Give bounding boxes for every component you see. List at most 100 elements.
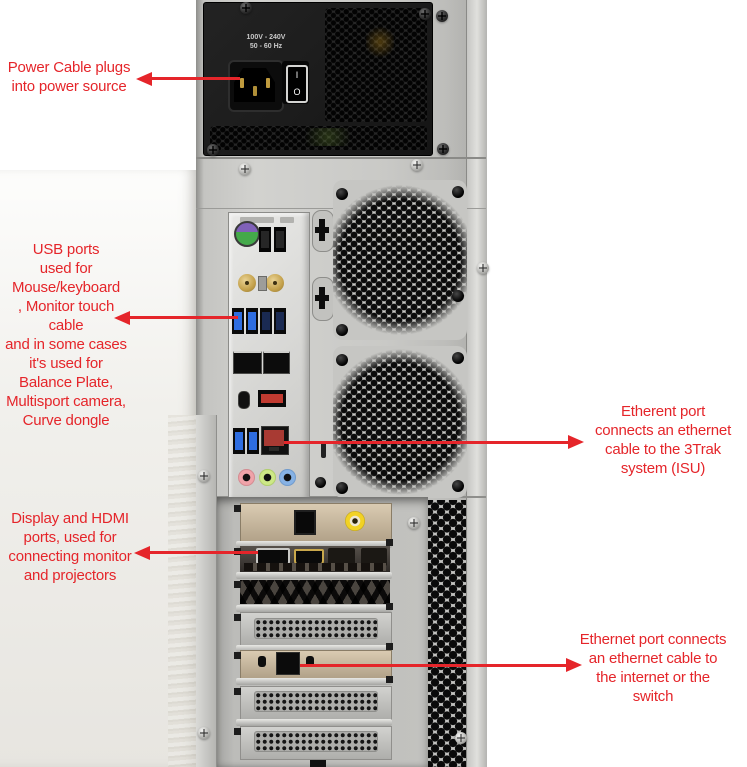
- slot-vent-holes: [254, 618, 378, 639]
- note-display-hdmi: Display and HDMI ports, used for connect…: [8, 510, 132, 584]
- slot-rail: [236, 719, 392, 726]
- nic-vent-hole: [258, 656, 266, 667]
- arrow-display-hdmi-line: [148, 551, 258, 554]
- voltage-rating-label: 100V - 240V 50 - 60 Hz: [246, 34, 286, 50]
- slot-rail: [236, 605, 392, 612]
- arrow-ethernet-internet-line: [300, 664, 568, 667]
- optical-port: [294, 510, 316, 535]
- slot-tab: [386, 603, 393, 610]
- arrow-ethernet-3trak-line: [284, 441, 570, 444]
- slot-tab: [234, 581, 241, 588]
- usb3-tongue: [262, 312, 270, 330]
- switch-on-label: I: [295, 70, 299, 80]
- slot-rail: [236, 678, 392, 685]
- screw: [207, 144, 219, 156]
- usb-red-tongue: [261, 394, 283, 403]
- ethernet-port-internet: [276, 652, 300, 675]
- slot-tab: [234, 614, 241, 621]
- video-output-port: [263, 351, 290, 374]
- arrow-usb-ports-head: [114, 311, 130, 325]
- screw: [240, 2, 252, 14]
- divider-slot: [321, 441, 326, 458]
- fan-mount-hole: [452, 352, 464, 364]
- slot-rail: [236, 572, 392, 579]
- bracket-vents: [244, 563, 386, 571]
- case-fan-grille: [333, 346, 467, 498]
- antenna-center-pin: [245, 281, 249, 285]
- usb3-tongue: [249, 432, 257, 450]
- screw: [198, 727, 210, 739]
- slot-tab: [234, 505, 241, 512]
- arrow-usb-ports-line: [128, 316, 238, 319]
- power-inlet-pin: [253, 86, 257, 96]
- fan-mount-hole: [336, 188, 348, 200]
- arrow-ethernet-3trak-head: [568, 435, 584, 449]
- case-seam: [196, 157, 486, 159]
- case-fan-grille: [333, 180, 467, 340]
- slot-tab: [386, 539, 393, 546]
- usb-c-port: [238, 391, 250, 409]
- usb3-tongue: [235, 432, 243, 450]
- note-ethernet-internet: Ethernet port connects an ethernet cable…: [579, 631, 727, 705]
- audio-jack-mic: [238, 469, 255, 486]
- power-rocker-face: I O: [286, 65, 308, 103]
- slot-tab: [234, 728, 241, 735]
- slot-tab: [234, 688, 241, 695]
- slot-rail: [236, 541, 392, 548]
- screw: [408, 517, 420, 529]
- power-inlet-pin: [240, 78, 244, 88]
- case-left-flange: [196, 415, 217, 767]
- usb3-tongue: [248, 312, 256, 330]
- gpu-vent-bracket: [240, 580, 390, 604]
- screw: [239, 163, 251, 175]
- usb2-tongue: [276, 231, 284, 248]
- fan-mount-hole: [452, 186, 464, 198]
- fan-mount-hole: [336, 482, 348, 494]
- ethernet-3trak-latch: [269, 447, 279, 451]
- power-inlet-pin: [266, 78, 270, 88]
- switch-off-label: O: [293, 87, 301, 97]
- wall-left: [0, 170, 196, 767]
- screw: [477, 262, 489, 274]
- psu-fan-grille: [325, 8, 427, 122]
- io-print: [240, 217, 274, 223]
- arrow-power-cable-line: [150, 77, 240, 80]
- audio-jack-linein: [279, 469, 296, 486]
- bios-button: [258, 276, 267, 291]
- slot-tab: [386, 676, 393, 683]
- wall-texture: [168, 415, 196, 767]
- screw: [198, 470, 210, 482]
- arrow-display-hdmi-head: [134, 546, 150, 560]
- note-ethernet-3trak: Etherent port connects an ethernet cable…: [594, 403, 732, 477]
- fan-mount-hole: [336, 354, 348, 366]
- screw: [437, 143, 449, 155]
- note-usb-ports: USB ports used for Mouse/keyboard , Moni…: [5, 241, 127, 429]
- case-notch: [310, 760, 326, 767]
- ethernet-3trak-inner: [264, 430, 284, 446]
- antenna-center-pin: [273, 281, 277, 285]
- psu-vent-strip: [210, 126, 427, 150]
- capture-card-bracket: [240, 503, 392, 543]
- nic-vent-hole: [306, 656, 314, 667]
- dvi-port: [328, 548, 355, 566]
- psu-internal-glow: [366, 24, 394, 60]
- usb3-tongue: [276, 312, 284, 330]
- hex-vent-strip: [428, 500, 466, 767]
- thumbscrew-plus: [315, 227, 329, 233]
- screw: [419, 8, 431, 20]
- slot-rail: [236, 645, 392, 652]
- screw: [436, 10, 448, 22]
- fan-mount-hole: [336, 324, 348, 336]
- arrow-power-cable-head: [136, 72, 152, 86]
- screw: [455, 732, 467, 744]
- io-print: [280, 217, 294, 223]
- dvi-port: [361, 548, 387, 566]
- case-right-edge: [466, 0, 487, 767]
- audio-jack-lineout: [259, 469, 276, 486]
- fan-mount-hole: [452, 290, 464, 302]
- slot-tab: [234, 652, 241, 659]
- fan-mount-hole: [452, 480, 464, 492]
- slot-vent-holes: [254, 691, 378, 712]
- usb3-tongue: [234, 312, 242, 330]
